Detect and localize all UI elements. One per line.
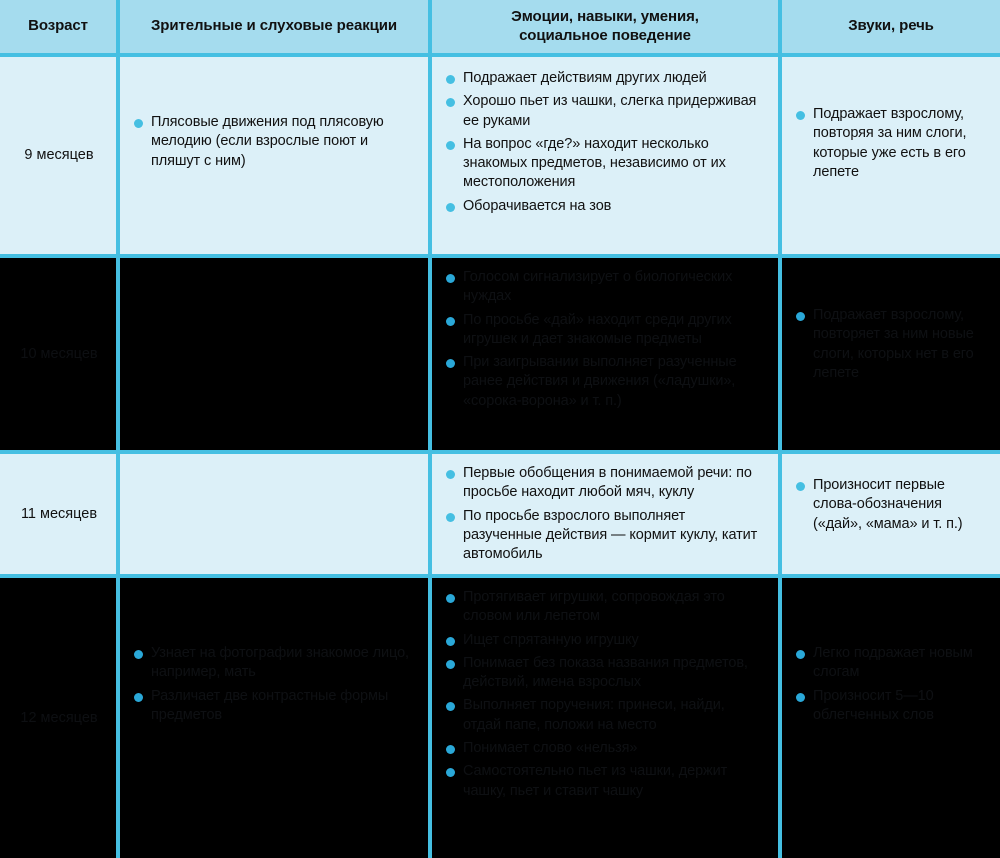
cell-emotions-skills: Первые обобщения в понимаемой речи: по п…	[432, 454, 782, 574]
table-row: 11 месяцев Первые обобщения в понимаемой…	[0, 454, 1000, 578]
bullet-dot-icon	[446, 470, 455, 479]
list-item: Подражает действиям других людей	[446, 69, 766, 88]
list-item: Произносит первые слова-обозначения («да…	[796, 476, 988, 534]
list-item: Понимает без показа названия предметов, …	[446, 654, 766, 693]
bullet-list: Произносит первые слова-обозначения («да…	[796, 476, 988, 534]
bullet-dot-icon	[446, 768, 455, 778]
list-item: Различает две контрастные формы предмето…	[134, 687, 416, 726]
bullet-list: Плясовые движения под плясовую мелодию (…	[134, 113, 416, 171]
list-item: При заигрывании выполняет разученные ран…	[446, 353, 766, 411]
cell-visual-auditory: Узнает на фотографии знакомое лицо, напр…	[120, 578, 432, 858]
bullet-dot-icon	[446, 636, 455, 646]
bullet-dot-icon	[446, 659, 455, 669]
list-item: По просьбе «дай» находит среди других иг…	[446, 311, 766, 350]
bullet-dot-icon	[446, 512, 455, 522]
column-header-emotions-skills-label: Эмоции, навыки, умения, социальное повед…	[511, 7, 699, 44]
table-row: 9 месяцев Плясовые движения под плясовую…	[0, 57, 1000, 258]
age-label: 12 месяцев	[20, 709, 98, 726]
column-header-visual-auditory-label: Зрительные и слуховые реакции	[151, 17, 397, 35]
list-item: Произносит 5—10 облегченных слов	[796, 687, 988, 726]
list-item: Выполняет поручения: принеси, найди, отд…	[446, 696, 766, 735]
cell-age: 9 месяцев	[0, 57, 120, 254]
bullet-dot-icon	[446, 359, 455, 369]
cell-age: 11 месяцев	[0, 454, 120, 574]
cell-emotions-skills: Протягивает игрушки, сопровождая это сло…	[432, 578, 782, 858]
list-item: Первые обобщения в понимаемой речи: по п…	[446, 464, 766, 503]
cell-emotions-skills: Подражает действиям других людей Хорошо …	[432, 57, 782, 254]
bullet-dot-icon	[446, 594, 455, 603]
bullet-dot-icon	[446, 140, 455, 150]
column-header-emotions-skills: Эмоции, навыки, умения, социальное повед…	[432, 0, 782, 53]
list-item: Узнает на фотографии знакомое лицо, напр…	[134, 644, 416, 683]
bullet-dot-icon	[446, 75, 455, 84]
list-item: Легко подражает новым слогам	[796, 644, 988, 683]
cell-visual-auditory: Плясовые движения под плясовую мелодию (…	[120, 57, 432, 254]
bullet-dot-icon	[446, 702, 455, 712]
bullet-dot-icon	[446, 202, 455, 212]
list-item: По просьбе взрослого выполняет разученны…	[446, 507, 766, 565]
bullet-dot-icon	[796, 111, 805, 120]
column-header-age: Возраст	[0, 0, 120, 53]
column-header-sounds-speech-label: Звуки, речь	[848, 17, 934, 35]
table-row: 10 месяцев Голосом сигнализирует о биоло…	[0, 258, 1000, 454]
cell-visual-auditory	[120, 258, 432, 450]
bullet-list: Первые обобщения в понимаемой речи: по п…	[446, 464, 766, 564]
list-item: Самостоятельно пьет из чашки, держит чаш…	[446, 762, 766, 801]
list-item: Голосом сигнализирует о биологических ну…	[446, 268, 766, 307]
list-item: Оборачивается на зов	[446, 197, 766, 216]
bullet-list: Легко подражает новым слогам Произносит …	[796, 644, 988, 725]
bullet-dot-icon	[796, 692, 805, 702]
bullet-list: Протягивает игрушки, сопровождая это сло…	[446, 588, 766, 801]
bullet-list: Подражает взрослому, повторяет за ним но…	[796, 306, 988, 383]
column-header-visual-auditory: Зрительные и слуховые реакции	[120, 0, 432, 53]
bullet-list: Узнает на фотографии знакомое лицо, напр…	[134, 644, 416, 725]
table-row: 12 месяцев Узнает на фотографии знакомое…	[0, 578, 1000, 858]
list-item: Хорошо пьет из чашки, слегка придерживая…	[446, 92, 766, 131]
cell-sounds-speech: Произносит первые слова-обозначения («да…	[782, 454, 1000, 574]
bullet-list: Голосом сигнализирует о биологических ну…	[446, 268, 766, 411]
table-header-row: Возраст Зрительные и слуховые реакции Эм…	[0, 0, 1000, 57]
list-item: Протягивает игрушки, сопровождая это сло…	[446, 588, 766, 627]
list-item: Ищет спрятанную игрушку	[446, 631, 766, 650]
bullet-dot-icon	[446, 316, 455, 326]
cell-sounds-speech: Подражает взрослому, повторяя за ним сло…	[782, 57, 1000, 254]
bullet-dot-icon	[796, 650, 805, 659]
bullet-dot-icon	[446, 98, 455, 108]
list-item: На вопрос «где?» находит несколько знако…	[446, 135, 766, 193]
bullet-dot-icon	[134, 650, 143, 659]
bullet-dot-icon	[134, 119, 143, 128]
list-item: Подражает взрослому, повторяя за ним сло…	[796, 105, 988, 182]
cell-sounds-speech: Легко подражает новым слогам Произносит …	[782, 578, 1000, 858]
age-label: 9 месяцев	[24, 147, 94, 164]
list-item: Плясовые движения под плясовую мелодию (…	[134, 113, 416, 171]
bullet-list: Подражает действиям других людей Хорошо …	[446, 69, 766, 216]
cell-sounds-speech: Подражает взрослому, повторяет за ним но…	[782, 258, 1000, 450]
age-label: 11 месяцев	[20, 505, 98, 522]
bullet-list: Подражает взрослому, повторяя за ним сло…	[796, 105, 988, 182]
bullet-dot-icon	[796, 312, 805, 321]
cell-age: 12 месяцев	[0, 578, 120, 858]
bullet-dot-icon	[796, 482, 805, 491]
list-item: Подражает взрослому, повторяет за ним но…	[796, 306, 988, 383]
column-header-sounds-speech: Звуки, речь	[782, 0, 1000, 53]
cell-emotions-skills: Голосом сигнализирует о биологических ну…	[432, 258, 782, 450]
cell-visual-auditory	[120, 454, 432, 574]
age-label: 10 месяцев	[20, 345, 98, 362]
cell-age: 10 месяцев	[0, 258, 120, 450]
bullet-dot-icon	[446, 274, 455, 283]
bullet-dot-icon	[446, 744, 455, 754]
bullet-dot-icon	[134, 692, 143, 702]
column-header-age-label: Возраст	[28, 17, 88, 35]
list-item: Понимает слово «нельзя»	[446, 739, 766, 758]
